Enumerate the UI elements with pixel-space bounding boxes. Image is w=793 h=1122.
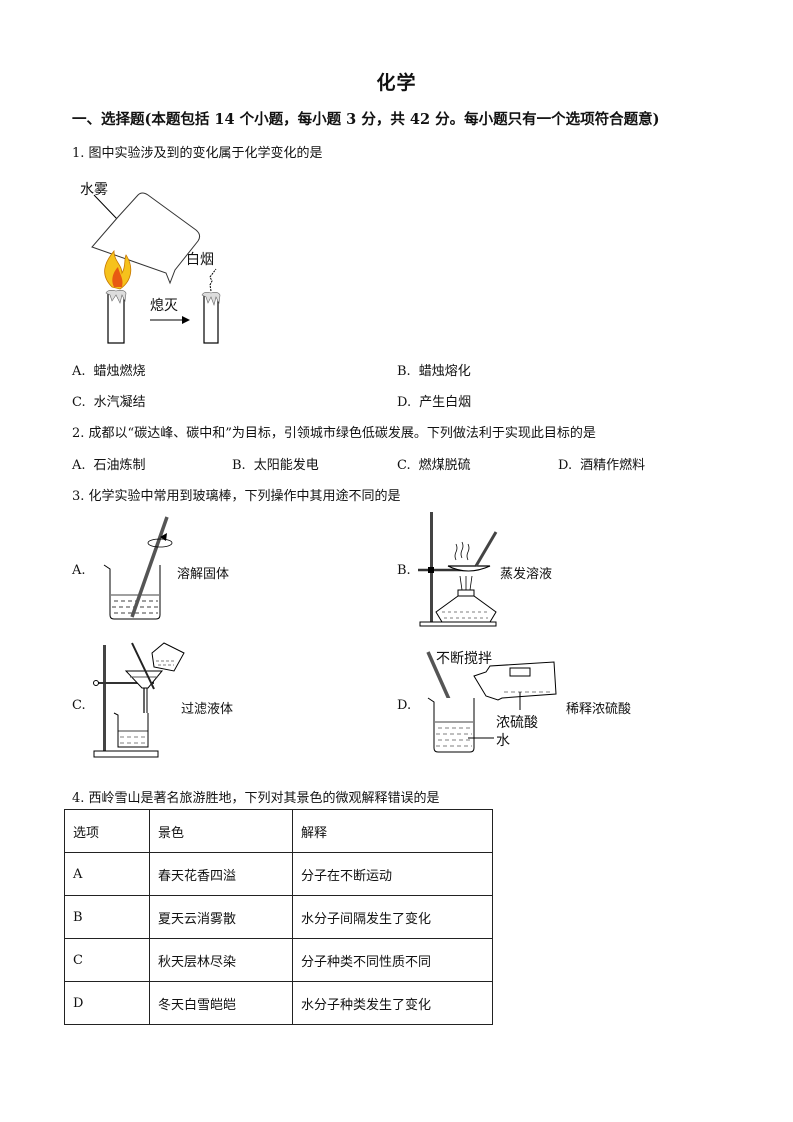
question-number: 3. <box>72 489 85 504</box>
q3-option-a[interactable]: A. <box>72 563 86 578</box>
q2-option-b[interactable]: B.太阳能发电 <box>232 458 319 473</box>
question-text: 化学实验中常用到玻璃棒，下列操作中其用途不同的是 <box>88 489 401 504</box>
q1-option-c[interactable]: C.水汽凝结 <box>72 395 146 410</box>
question-4-stem: 4. 西岭雪山是著名旅游胜地，下列对其景色的微观解释错误的是 <box>72 787 440 806</box>
header-scenery: 景色 <box>149 809 293 853</box>
label-concentrated-acid: 浓硫酸 <box>496 715 538 731</box>
dilute-acid-figure: 不断搅拌 浓硫酸 水 <box>424 648 574 768</box>
q3-option-c-text: 过滤液体 <box>181 702 234 717</box>
q3-option-b[interactable]: B. <box>397 563 411 578</box>
scenery-explanation-table: 选项 景色 解释 A 春天花香四溢 分子在不断运动 B 夏天云消雾散 水分子间隔… <box>64 809 493 1025</box>
q1-option-a[interactable]: A.蜡烛燃烧 <box>72 364 146 379</box>
evaporation-setup-icon <box>418 512 498 627</box>
table-header-row: 选项 景色 解释 <box>64 809 493 853</box>
table-row: C 秋天层林尽染 分子种类不同性质不同 <box>64 938 493 982</box>
q3-option-d[interactable]: D. <box>397 698 412 713</box>
label-stir: 不断搅拌 <box>436 651 492 667</box>
candle-experiment-figure: 水雾 白烟 熄灭 <box>70 175 260 345</box>
q1-option-b[interactable]: B.蜡烛熔化 <box>397 364 471 379</box>
dissolve-solid-beaker-icon <box>103 516 173 620</box>
label-white-smoke: 白烟 <box>186 252 214 268</box>
q3-option-c[interactable]: C. <box>72 698 86 713</box>
dilute-acid-setup-icon <box>426 651 557 753</box>
label-water-mist: 水雾 <box>80 182 108 198</box>
table-row: A 春天花香四溢 分子在不断运动 <box>64 852 493 896</box>
question-number: 4. <box>72 791 85 806</box>
question-text: 西岭雪山是著名旅游胜地，下列对其景色的微观解释错误的是 <box>88 791 440 806</box>
q2-option-a[interactable]: A.石油炼制 <box>72 458 146 473</box>
question-number: 1. <box>72 146 85 161</box>
filtration-setup-icon <box>93 642 185 758</box>
header-explanation: 解释 <box>292 809 493 853</box>
label-water: 水 <box>496 733 510 749</box>
document-title: 化学 <box>376 72 417 94</box>
section-heading: 一、选择题(本题包括 14 个小题，每小题 3 分，共 42 分。每小题只有一个… <box>72 111 660 128</box>
table-row: B 夏天云消雾散 水分子间隔发生了变化 <box>64 895 493 939</box>
q3-option-b-text: 蒸发溶液 <box>500 567 553 582</box>
label-extinguish: 熄灭 <box>150 298 178 314</box>
q3-option-a-text: 溶解固体 <box>177 567 230 582</box>
question-text: 图中实验涉及到的变化属于化学变化的是 <box>88 146 323 161</box>
question-number: 2. <box>72 426 85 441</box>
q3-option-d-text: 稀释浓硫酸 <box>566 702 632 717</box>
question-1-stem: 1. 图中实验涉及到的变化属于化学变化的是 <box>72 142 323 161</box>
question-3-stem: 3. 化学实验中常用到玻璃棒，下列操作中其用途不同的是 <box>72 485 401 504</box>
header-option: 选项 <box>64 809 150 853</box>
q1-option-d[interactable]: D.产生白烟 <box>397 395 472 410</box>
table-row: D 冬天白雪皑皑 水分子种类发生了变化 <box>64 981 493 1025</box>
question-2-stem: 2. 成都以“碳达峰、碳中和”为目标，引领城市绿色低碳发展。下列做法利于实现此目… <box>72 422 596 441</box>
q2-option-d[interactable]: D.酒精作燃料 <box>558 458 646 473</box>
question-text: 成都以“碳达峰、碳中和”为目标，引领城市绿色低碳发展。下列做法利于实现此目标的是 <box>88 426 596 441</box>
q2-option-c[interactable]: C.燃煤脱硫 <box>397 458 471 473</box>
candle-diagram-icon <box>91 192 221 344</box>
